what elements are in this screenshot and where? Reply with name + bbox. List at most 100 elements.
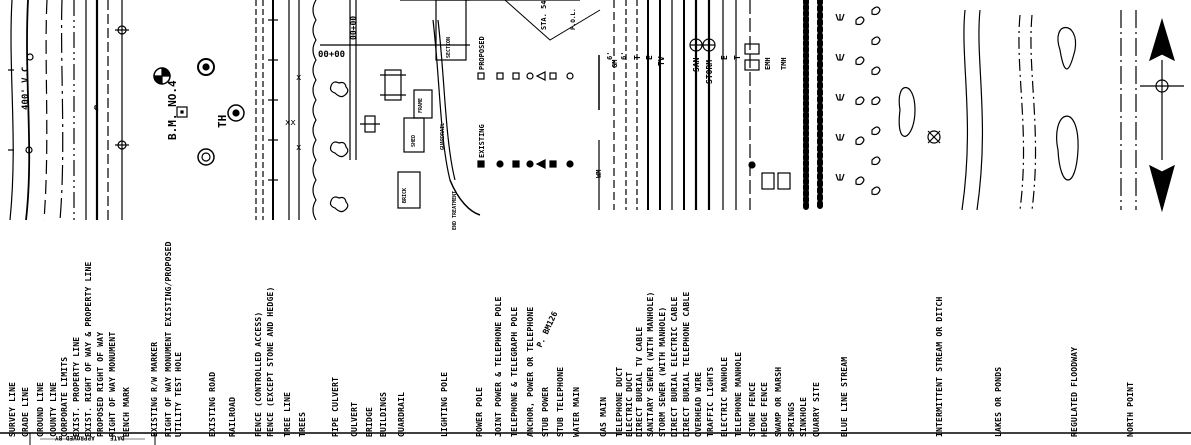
legend-label: BENCH MARK bbox=[122, 237, 134, 437]
legend-label-text: REGULATED FLOODWAY bbox=[1070, 346, 1079, 437]
t-tag: T bbox=[633, 55, 642, 60]
legend-label-text: SWAMP OR MARSH bbox=[774, 366, 783, 437]
legend-label-text: GUARDRAIL bbox=[397, 391, 406, 437]
legend-label: ELECTRIC MANHOLE bbox=[720, 237, 732, 437]
legend-label: DIRECT BURIAL ELECTRIC CABLE bbox=[670, 237, 682, 437]
legend-label: TREE LINE bbox=[283, 237, 295, 437]
shed-label: SHED bbox=[411, 134, 417, 147]
legend-label-text: TELEPHONE & TELEGRAPH POLE bbox=[510, 306, 519, 437]
legend-label: POWER POLE bbox=[475, 237, 487, 437]
legend-label-text: NORTH POINT bbox=[1126, 381, 1135, 437]
legend-label-text: FENCE (CONTROLLED ACCESS) bbox=[254, 311, 263, 437]
legend-label: RAILROAD bbox=[228, 237, 240, 437]
buildings-symbol bbox=[397, 89, 433, 209]
legend-label: STORM SEWER (WITH MANHOLE) bbox=[658, 237, 670, 437]
north-point-symbol bbox=[1140, 17, 1184, 213]
legend-label: ANCHOR, POWER OR TELEPHONE bbox=[526, 237, 538, 437]
utility-test-hole-symbol bbox=[227, 104, 245, 122]
svg-text:℄: ℄ bbox=[93, 104, 99, 112]
legend-label-text: BENCH MARK bbox=[122, 386, 131, 437]
storm-tag: STORM bbox=[705, 59, 714, 84]
date-label: DATE bbox=[110, 434, 125, 441]
six-ft-tag-2: 6' bbox=[620, 51, 628, 60]
e-tag: E bbox=[645, 55, 654, 60]
pipe-culvert-symbol bbox=[349, 0, 357, 160]
legend-label: TRAFFIC LIGHTS bbox=[706, 237, 718, 437]
legend-label: WATER MAIN bbox=[572, 237, 584, 437]
legend-label-text: FENCE (EXCEPT STONE AND HEDGE) bbox=[266, 286, 275, 438]
legend-label: STUB TELEPHONE bbox=[556, 237, 568, 437]
county-line-symbol bbox=[59, 0, 64, 221]
legend-label-text: COUNTY LINE bbox=[49, 381, 58, 437]
legend-label-text: DIRECT BURIAL TV CABLE bbox=[635, 326, 644, 437]
legend-label-text: BLUE LINE STREAM bbox=[840, 356, 849, 437]
existing-heading: EXISTING bbox=[478, 124, 486, 158]
ground-line-symbol bbox=[43, 0, 48, 221]
legend-label: TELEPHONE MANHOLE bbox=[734, 237, 746, 437]
legend-label: EXIST. RIGHT OF WAY & PROPERTY LINE bbox=[84, 237, 96, 437]
legend-label-text: STUB TELEPHONE bbox=[556, 366, 565, 437]
proposed-heading: PROPOSED bbox=[478, 36, 486, 70]
legend-label: JOINT POWER & TELEPHONE POLE bbox=[494, 237, 506, 437]
legend-label: GRADE LINE bbox=[21, 237, 33, 437]
legend-label: SWAMP OR MARSH bbox=[774, 237, 786, 437]
legend-label: EXISTING R/W MARKER bbox=[150, 237, 162, 437]
legend-label-text: UTILITY TEST HOLE bbox=[174, 351, 183, 437]
legend-label-text: BUILDINGS bbox=[379, 391, 388, 437]
title-block-strip bbox=[0, 432, 1191, 445]
legend-label: STONE FENCE bbox=[748, 237, 760, 437]
legend-label: UTILITY TEST HOLE bbox=[174, 237, 186, 437]
legend-label-text: DIRECT BURIAL ELECTRIC CABLE bbox=[670, 296, 679, 437]
tv-tag: TV bbox=[657, 56, 666, 66]
legend-label: CORPORATE LIMITS bbox=[60, 237, 72, 437]
legend-label-text: QUARRY SITE bbox=[812, 381, 821, 437]
svg-text:xx: xx bbox=[285, 118, 296, 128]
sanitary-sewer-symbol bbox=[689, 0, 703, 210]
trees-symbol bbox=[329, 81, 349, 213]
svg-text:x: x bbox=[296, 73, 302, 83]
legend-label: STUB POWER bbox=[541, 237, 553, 437]
tree-line-symbol bbox=[312, 0, 317, 221]
legend-label: TREES bbox=[298, 237, 310, 437]
legend-label-text: TELEPHONE DUCT bbox=[615, 366, 624, 437]
electric-manhole-symbol bbox=[761, 172, 775, 190]
blue-line-stream-symbol bbox=[961, 9, 984, 211]
lakes-symbol bbox=[1056, 26, 1079, 181]
bench-mark-number: B.M. NO.4 bbox=[166, 80, 179, 140]
legend-label: PIPE CULVERT bbox=[331, 237, 343, 437]
traffic-lights-symbol bbox=[744, 43, 760, 169]
legend-label: GROUND LINE bbox=[36, 237, 48, 437]
station-label-1: 00+00 bbox=[318, 50, 346, 60]
t-line-tag: T bbox=[733, 55, 742, 60]
legend-label-text: RIGHT OF WAY MONUMENT bbox=[108, 331, 117, 437]
legend-label: INTERMITTENT STREAM OR DITCH bbox=[935, 237, 947, 437]
storm-sewer-symbol bbox=[702, 0, 716, 210]
telephone-manhole-symbol bbox=[777, 172, 791, 190]
legend-label-text: STONE FENCE bbox=[748, 381, 757, 437]
poles-proposed-existing bbox=[477, 71, 574, 169]
legend-label: SANITARY SEWER (WITH MANHOLE) bbox=[646, 237, 658, 437]
guardrail-symbol bbox=[432, 19, 481, 216]
sinkhole-symbol bbox=[871, 6, 881, 196]
legend-label: SINKHOLE bbox=[799, 237, 811, 437]
legend-label: QUARRY SITE bbox=[812, 237, 824, 437]
legend-label: EXISTING ROAD bbox=[208, 237, 220, 437]
legend-label-text: JOINT POWER & TELEPHONE POLE bbox=[494, 296, 503, 437]
pol-callout: P.O.L. bbox=[570, 8, 577, 30]
legend-label-text: OVERHEAD WIRE bbox=[694, 371, 703, 437]
tmh-tag: TMH bbox=[780, 57, 788, 70]
legend-label: HEDGE FENCE bbox=[760, 237, 772, 437]
legend-label-text: LAKES OR PONDS bbox=[994, 366, 1003, 437]
legend-label-text: HEDGE FENCE bbox=[760, 381, 769, 437]
legend-label-text: STORM SEWER (WITH MANHOLE) bbox=[658, 306, 667, 437]
fence-symbol: x x bbox=[296, 0, 302, 220]
legend-label: REGULATED FLOODWAY bbox=[1070, 237, 1082, 437]
culvert-symbol bbox=[360, 115, 380, 133]
bridge-symbol bbox=[380, 69, 406, 101]
legend-label-text: PROPOSED RIGHT OF WAY bbox=[96, 331, 105, 437]
legend-label: BRIDGE bbox=[365, 237, 377, 437]
legend-label: LIGHTING POLE bbox=[440, 237, 452, 437]
legend-label-text: TELEPHONE MANHOLE bbox=[734, 351, 743, 437]
section-callout: SECTION bbox=[446, 36, 452, 58]
legend-label: FENCE (CONTROLLED ACCESS) bbox=[254, 237, 266, 437]
